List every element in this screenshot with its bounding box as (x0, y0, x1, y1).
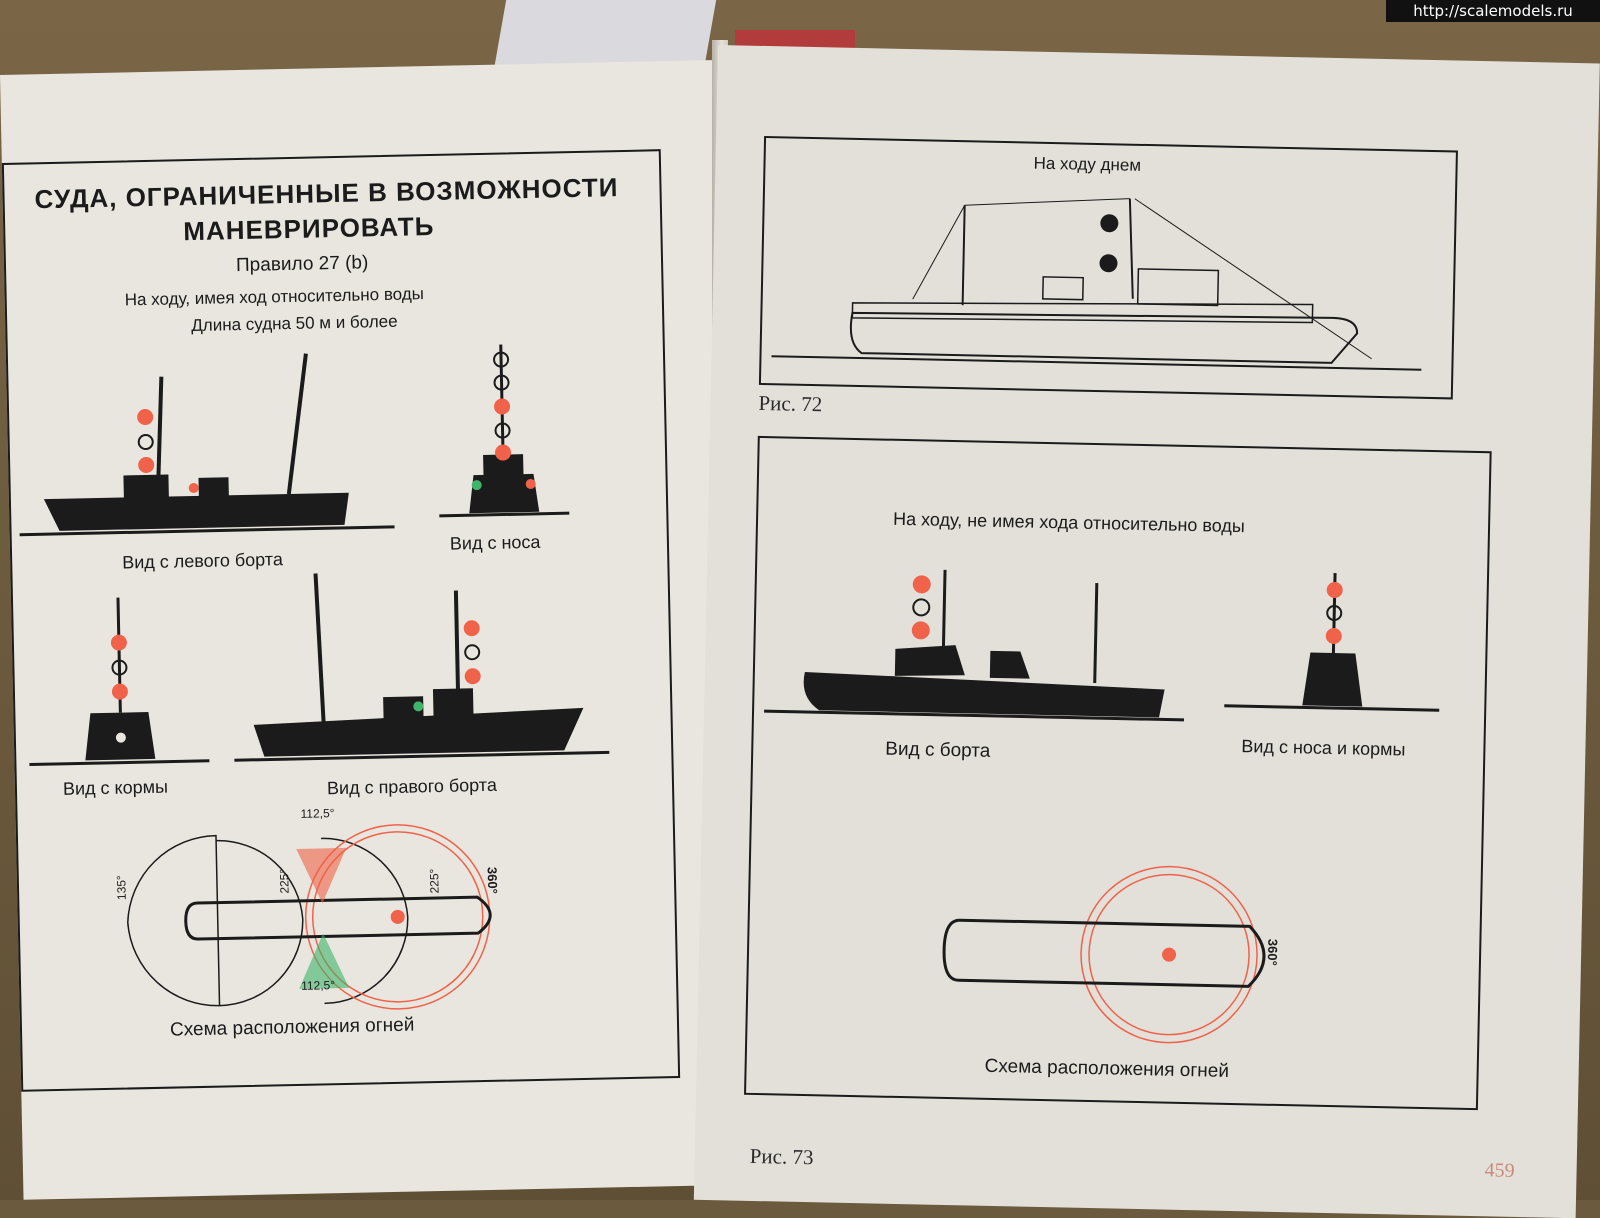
caption-stern-view: Вид с кормы (62, 776, 169, 799)
caption-starboard-view: Вид с правого борта (326, 774, 498, 799)
light-scheme-diagram (127, 824, 492, 1010)
fig73-light-scheme (942, 865, 1266, 1044)
fig73-side-ship (764, 569, 1184, 722)
left-page: СУДА, ОГРАНИЧЕННЫЕ В ВОЗМОЖНОСТИ МАНЕВРИ… (0, 59, 759, 1200)
angle-225-b: 225° (427, 868, 442, 894)
page-number: 459 (1484, 1159, 1515, 1182)
angle-135: 135° (114, 875, 129, 901)
starboard-side-ship (234, 573, 610, 762)
fig72-ship-drawing (771, 198, 1422, 371)
caption-side-view: Вид с борта (885, 738, 991, 762)
angle-360: 360° (484, 866, 501, 894)
fig73-label: Рис. 73 (749, 1143, 814, 1170)
title-line-2: МАНЕВРИРОВАТЬ (182, 210, 435, 247)
angle-225-a: 225° (277, 868, 292, 894)
caption-port-view: Вид с левого борта (122, 549, 284, 573)
angle-112-top: 112,5° (300, 806, 335, 821)
fig72-label: Рис. 72 (758, 390, 823, 417)
caption-bow-view: Вид с носа (449, 531, 541, 554)
right-page: На ходу днем Рис. 72 На ходу, не имея хо… (693, 45, 1600, 1218)
site-watermark: http://scalemodels.ru (1386, 0, 1600, 22)
paper-scrap (493, 0, 717, 70)
stern-view-ship (29, 597, 210, 767)
port-side-ship (19, 353, 395, 537)
caption-bow-stern-view: Вид с носа и кормы (1241, 736, 1406, 760)
angle-112-bottom: 112,5° (300, 978, 336, 993)
rule-label: Правило 27 (b) (235, 252, 369, 277)
fig73-bow-stern-ship (1224, 573, 1440, 712)
fig73-angle-360: 360° (1264, 938, 1281, 966)
fig72-title: На ходу днем (1033, 153, 1142, 175)
bow-view-ship (439, 344, 570, 518)
